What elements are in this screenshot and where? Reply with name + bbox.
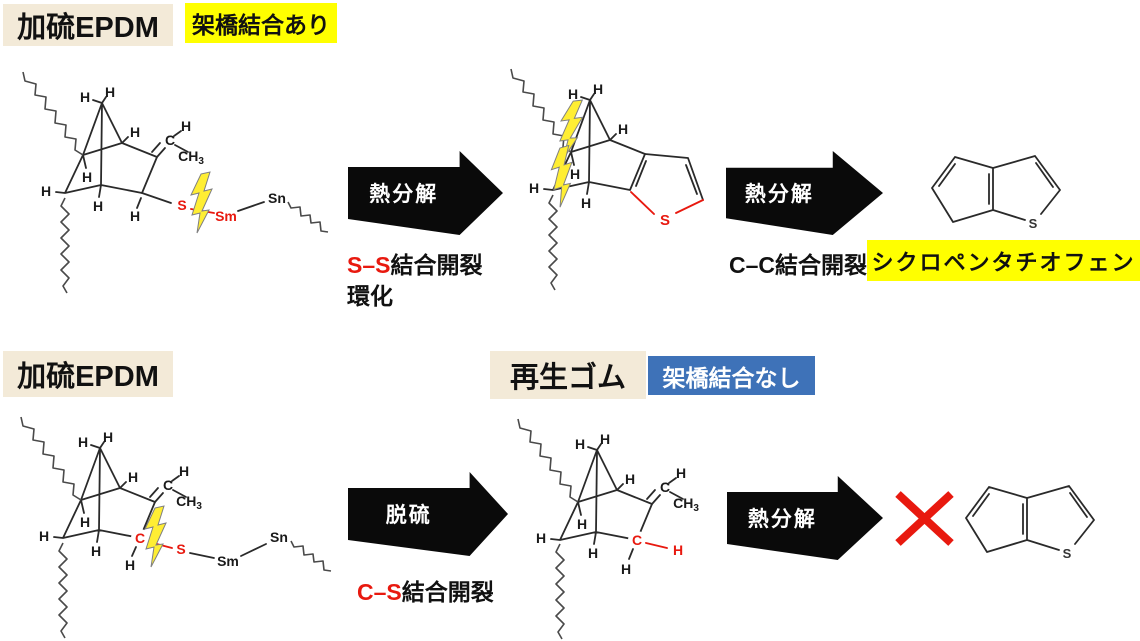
c-h-tick [628,548,634,560]
atom-c-red: C [632,532,642,548]
tag-crosslink-present: 架橋結合あり [185,3,337,43]
atom-sn: Sn [268,190,286,206]
c-h-bond-red [645,542,668,549]
reaction-arrow-desulfurization: 脱硫 [348,472,508,556]
atom-sn: Sn [270,529,288,545]
atom-sm: Sm [217,553,239,569]
caption-bond-cc: C–C [729,252,776,278]
structure-vulcanized-epdm-1: H S Sm Sn [22,71,329,294]
caption-bond-cs: C–S [357,579,402,605]
caption-bond-ss: S–S [347,252,391,278]
c-h-tick [136,197,142,209]
structure-cyclopentathiophene-product [931,155,1061,232]
reaction-arrow-pyrolysis-1: 熱分解 [348,151,503,235]
c-h-tick [131,546,137,557]
arrow-label: 熱分解 [369,183,439,206]
arrow-label: 熱分解 [744,183,814,206]
atom-h: H [125,557,135,573]
label-mask [628,531,646,549]
label-mask [131,529,149,547]
sm-sn-bond [237,201,265,212]
tag-crosslink-absent: 架橋結合なし [648,356,815,395]
thiophene-s-bonds-red [630,191,704,215]
atom-sm-red: Sm [215,208,237,224]
atom-h: H [130,208,140,224]
caption-ss-cleavage: S–S結合開裂 [347,246,482,280]
atom-s-red: S [176,541,185,557]
atom-c-red: C [135,530,145,546]
thiophene-ring-bonds [635,153,704,201]
caption-cyclization: 環化 [347,283,393,309]
structure-vulcanized-epdm-2: C H S Sm Sn [20,416,332,639]
caption-rest: 結合開裂 [390,252,483,278]
caption-cc-cleavage: C–C結合開裂 [729,246,867,280]
caption-cs-cleavage: C–S結合開裂 [357,573,494,607]
atom-s-red: S [177,197,186,213]
x-mark-no-product [895,491,954,546]
structure-cyclized-intermediate: S [510,68,704,291]
arrow-label: 脱硫 [385,504,432,527]
sm-sn-bond [240,543,267,557]
label-vulcanized-epdm-bottom: 加硫EPDM [3,351,173,397]
caption-rest: 結合開裂 [775,252,868,278]
structure-cyclopentathiophene-crossed [965,485,1095,562]
caption-rest: 結合開裂 [401,579,494,605]
s-sm-bond [189,552,215,559]
atom-s-red: S [660,212,670,229]
label-product-name: シクロペンタチオフェン [867,240,1140,281]
arrow-label: 熱分解 [747,508,817,531]
atom-h: H [621,561,631,577]
label-recycled-rubber: 再生ゴム [490,351,646,399]
atom-h-red: H [673,542,683,558]
bolt-on-ss-bond [190,171,213,234]
c-s-bond [141,192,172,204]
structure-recycled-rubber: C H H [517,418,701,640]
label-vulcanized-epdm-top: 加硫EPDM [3,4,173,46]
